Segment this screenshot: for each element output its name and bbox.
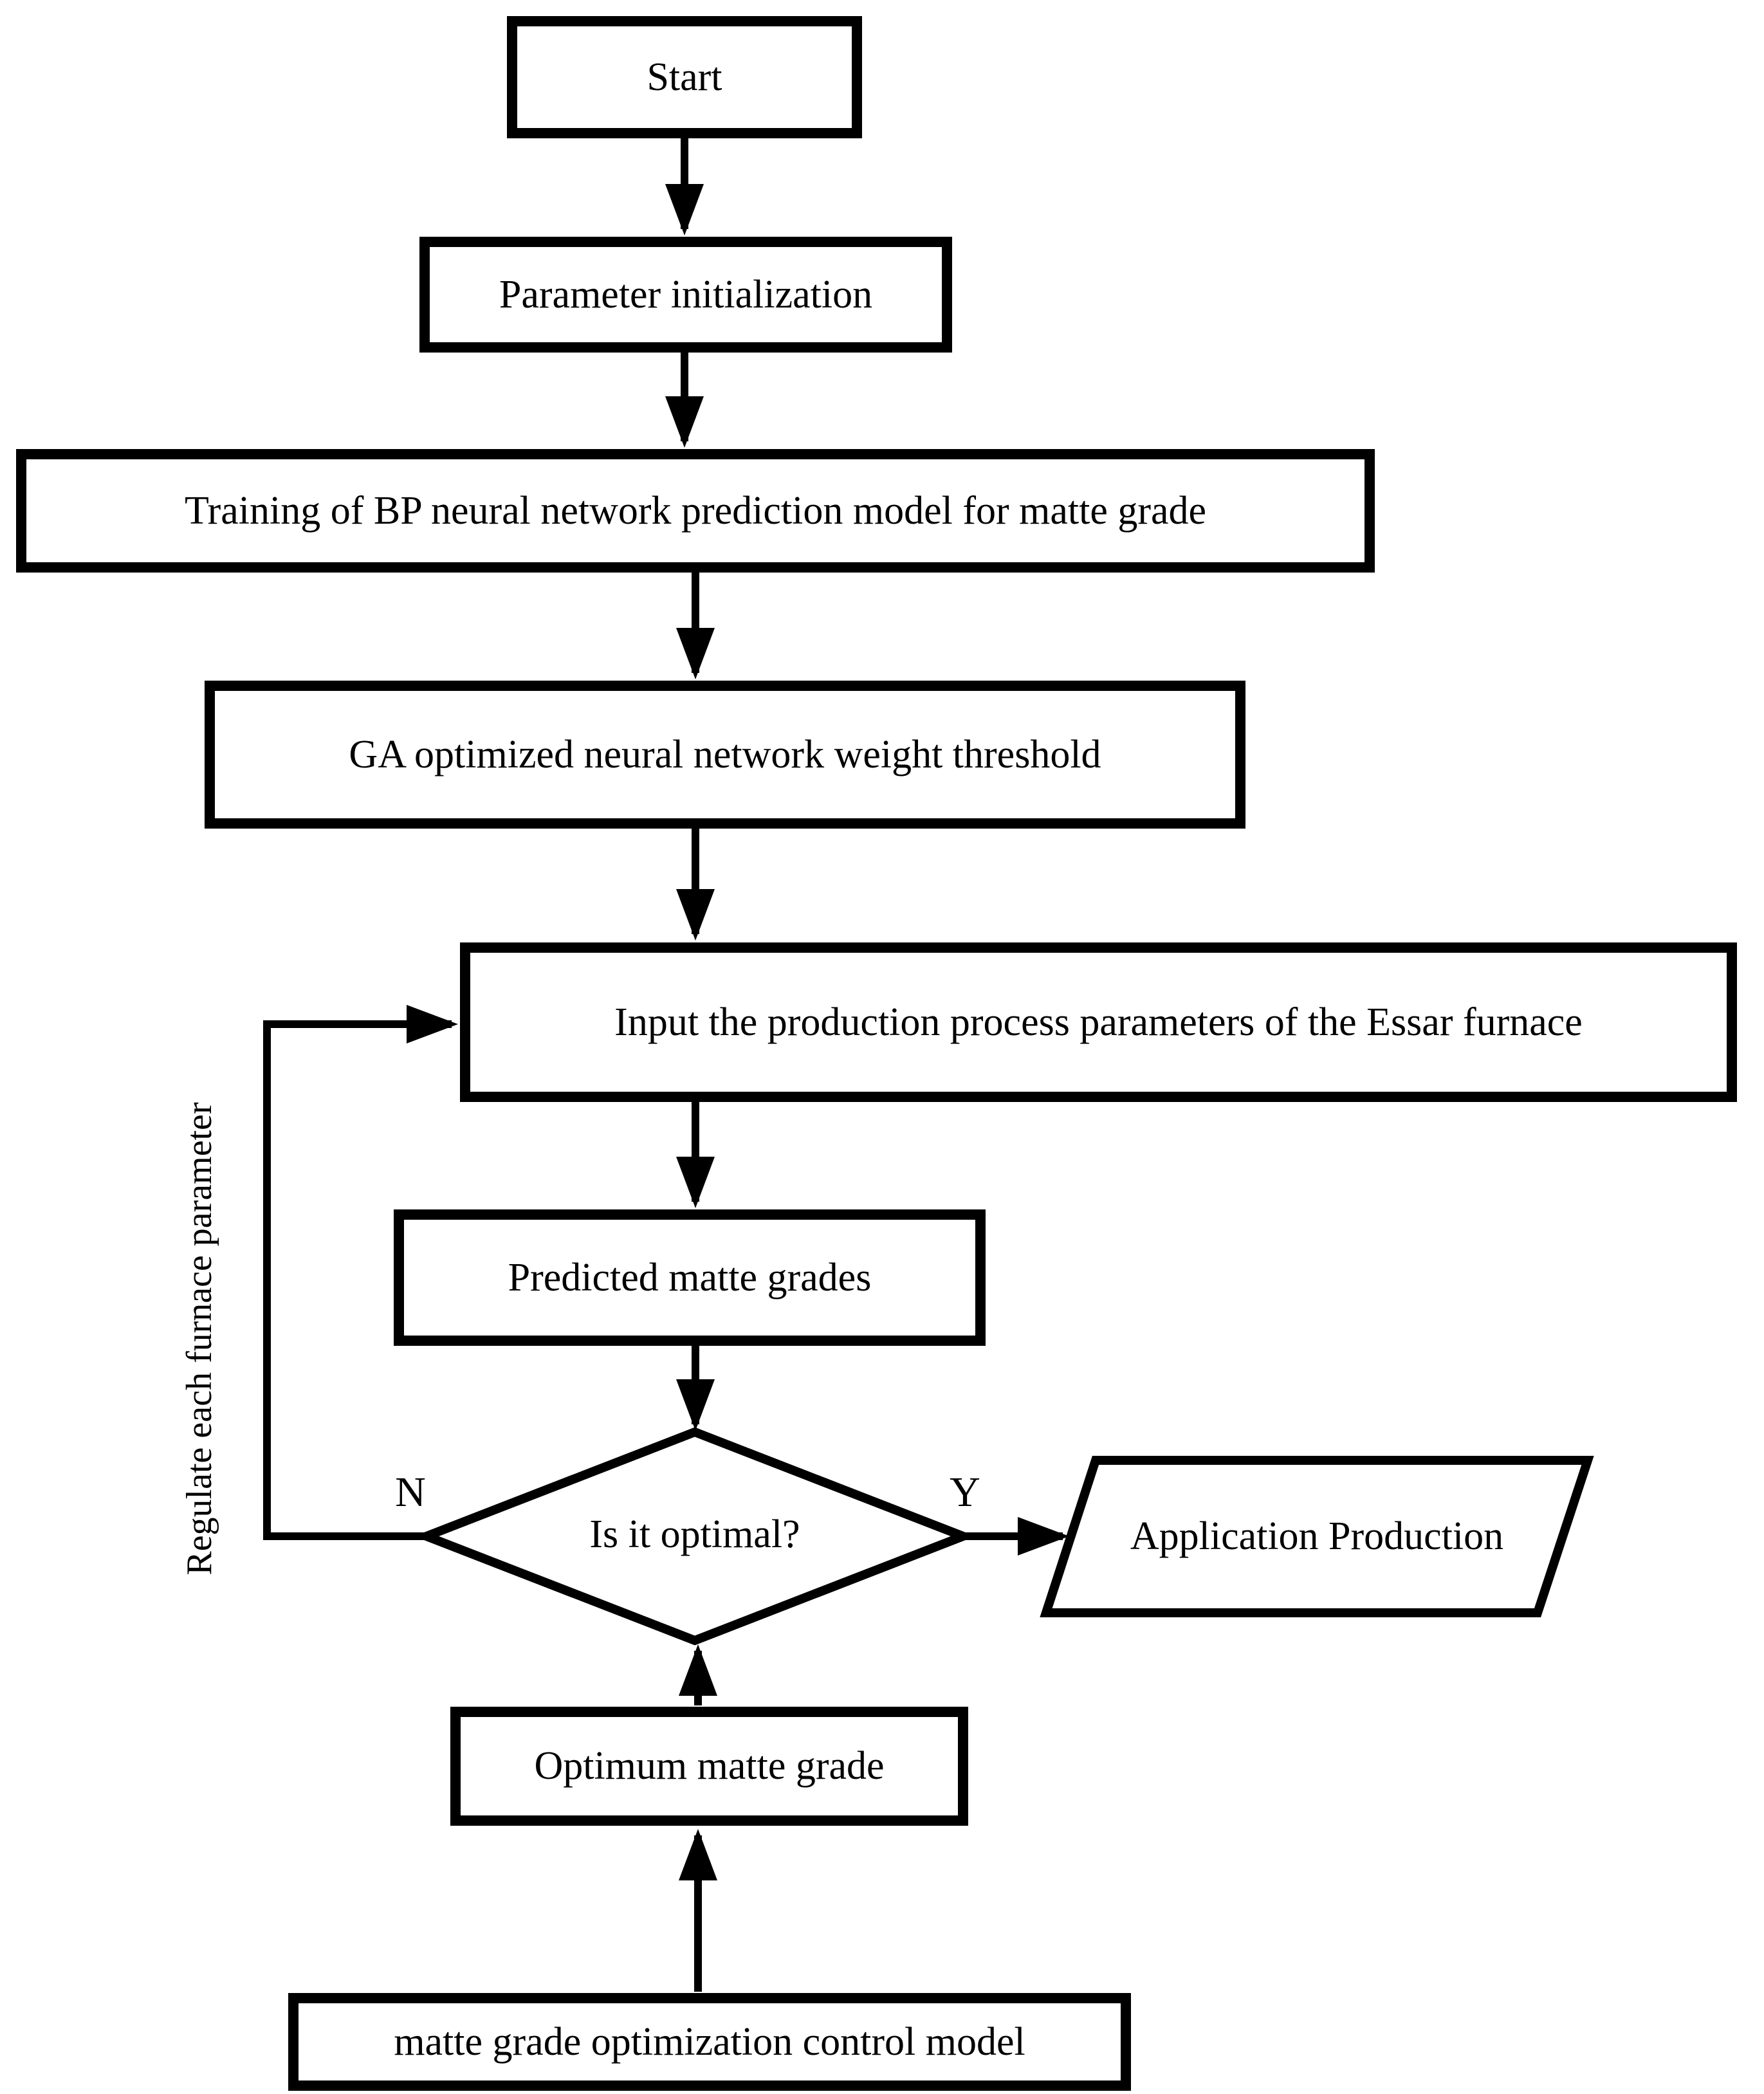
node-optimization-control-model: matte grade optimization control model — [288, 1993, 1131, 2091]
decision-diamond-label: Is it optimal? — [589, 1512, 800, 1556]
decision-diamond-shape — [414, 1427, 976, 1646]
branch-label-yes: Y — [950, 1469, 980, 1516]
node-parameter-initialization: Parameter initialization — [419, 237, 952, 353]
node-predicted-matte-grades: Predicted matte grades — [394, 1209, 986, 1346]
application-parallelogram-shape — [1040, 1456, 1594, 1617]
node-ga-optimization: GA optimized neural network weight thres… — [205, 681, 1245, 829]
node-optimum-matte-grade: Optimum matte grade — [450, 1707, 968, 1826]
node-start: Start — [507, 16, 862, 138]
application-production-label: Application Production — [1130, 1514, 1504, 1558]
branch-label-no: N — [395, 1469, 426, 1516]
arrow-decision-no-loop-to-input — [263, 1005, 458, 1540]
node-input-process-parameters: Input the production process parameters … — [460, 942, 1737, 1102]
loop-annotation-regulate-parameter: Regulate each furnace parameter — [179, 1102, 219, 1575]
node-bp-training: Training of BP neural network prediction… — [16, 449, 1375, 573]
